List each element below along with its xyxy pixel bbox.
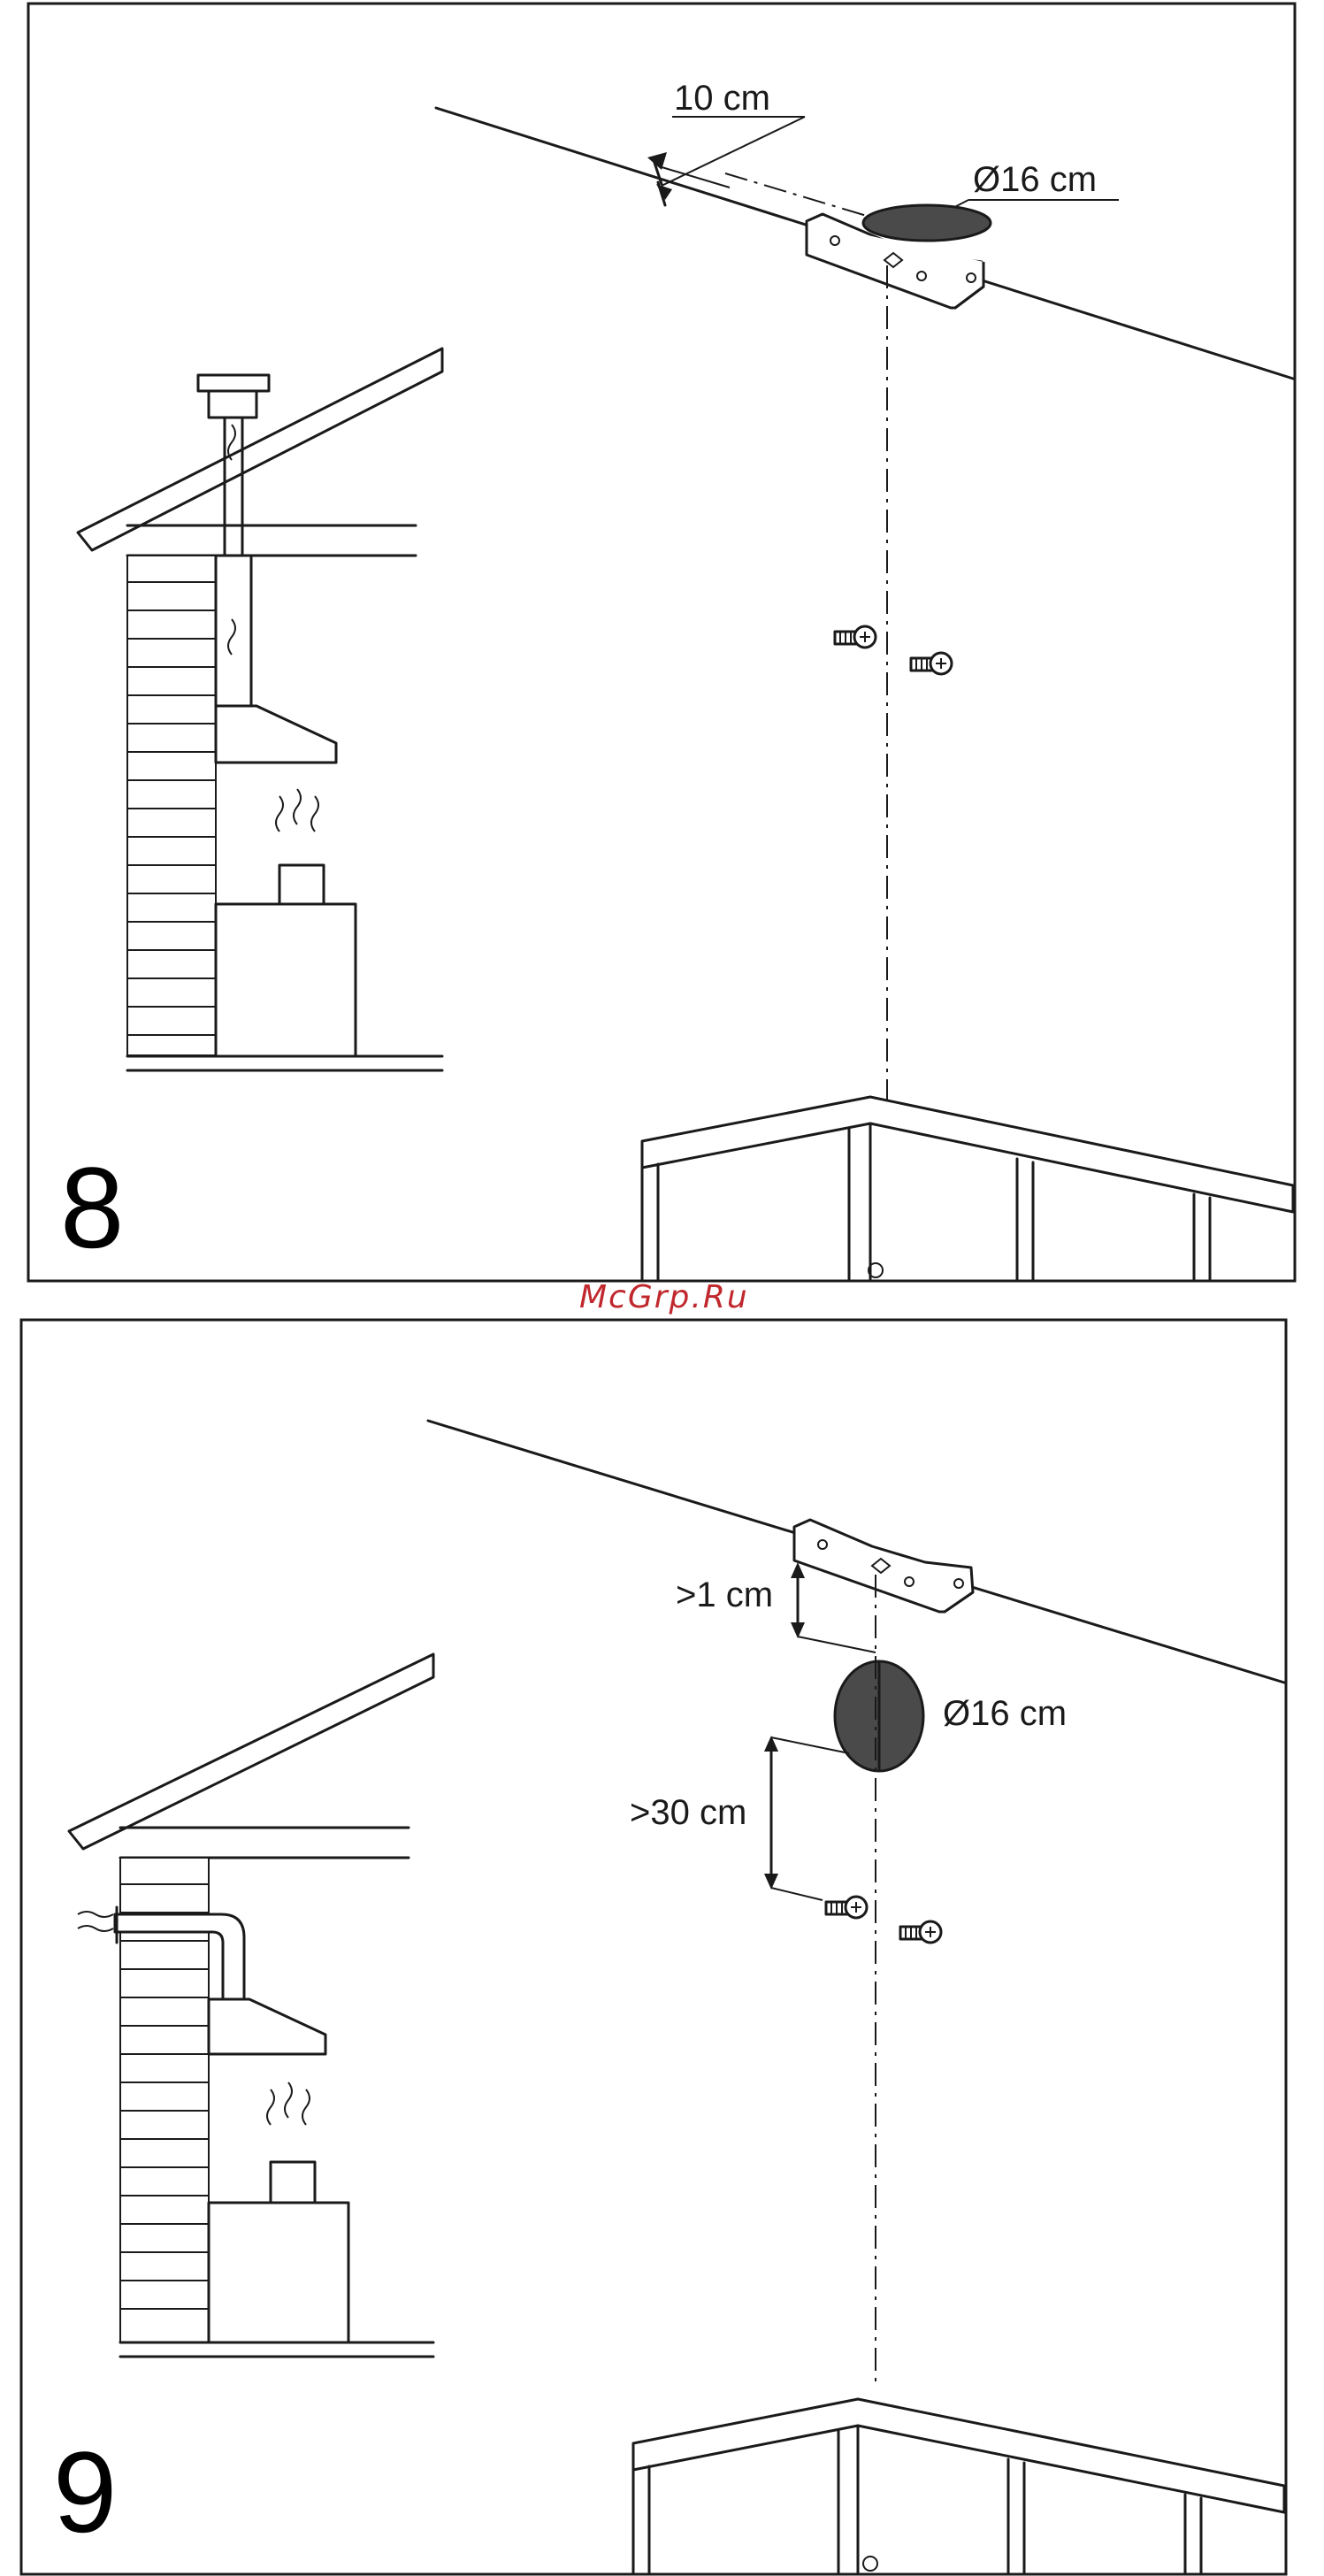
screw-right-9 (900, 1921, 941, 1943)
house-sketch-wall-vent (69, 1654, 433, 2357)
screw-right (911, 653, 952, 674)
screw-gap-label: >30 cm (630, 1793, 746, 1832)
figure-9-panel: >1 cm Ø16 cm >30 cm (21, 1320, 1286, 2574)
offset-dimension: 10 cm (647, 79, 867, 216)
mounting-bracket-9 (794, 1520, 973, 1612)
figure-8-number: 8 (60, 1143, 124, 1272)
duct-hole (863, 205, 991, 241)
screw-gap-dimension: >30 cm (630, 1736, 849, 1900)
figure-9-frame (21, 1320, 1286, 2574)
figure-9-number: 9 (53, 2427, 117, 2557)
hole-diameter-dimension-9: Ø16 cm (943, 1694, 1067, 1733)
figure-8-panel: 10 cm Ø16 cm (28, 4, 1295, 1281)
top-gap-label: >1 cm (676, 1576, 773, 1614)
offset-dimension-label: 10 cm (674, 79, 770, 118)
screw-left-9 (826, 1897, 867, 1918)
hole-diameter-label: Ø16 cm (973, 160, 1097, 199)
wall-cabinet (642, 1097, 1293, 1279)
house-sketch-chimney (78, 349, 442, 1070)
screw-left (835, 626, 876, 648)
hole-diameter-label-9: Ø16 cm (943, 1694, 1067, 1733)
wall-cabinet-9 (633, 2399, 1284, 2572)
watermark: McGrp.Ru (579, 1279, 749, 1315)
